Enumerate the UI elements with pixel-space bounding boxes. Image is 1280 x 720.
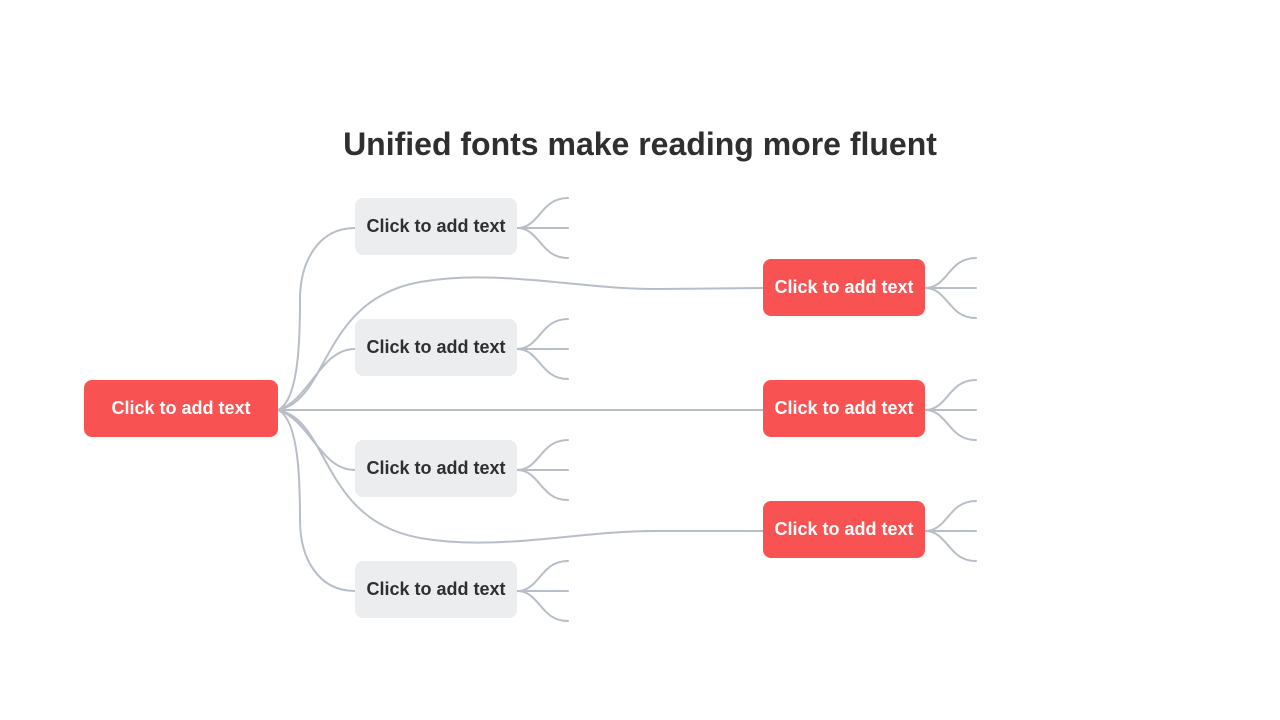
subtopic-label: Click to add text [366,337,506,357]
subtopic-2[interactable]: Click to add text [355,319,517,376]
subtopic-label: Click to add text [366,216,506,236]
right-topic-label: Click to add text [774,398,914,418]
right-topic-label: Click to add text [774,519,914,539]
connector-central-to-subtopic-4 [277,409,356,592]
subtopic-4[interactable]: Click to add text [355,561,517,618]
central-topic-label: Click to add text [111,398,251,418]
stubs-subtopic-3 [516,439,569,501]
stubs-subtopic-1 [516,197,569,259]
diagram-title[interactable]: Unified fonts make reading more fluent [343,126,937,162]
stubs-right-3 [924,500,977,562]
connector-central-to-right-3 [277,409,764,544]
subtopic-3[interactable]: Click to add text [355,440,517,497]
connector-central-to-right-1 [277,276,764,411]
subtopic-label: Click to add text [366,458,506,478]
stubs-subtopic-2 [516,318,569,380]
connector-central-to-subtopic-2 [277,348,356,411]
stubs-subtopic-4 [516,560,569,622]
subtopic-label: Click to add text [366,579,506,599]
right-topic-label: Click to add text [774,277,914,297]
right-topic-2[interactable]: Click to add text [763,380,925,437]
central-topic[interactable]: Click to add text [84,380,278,437]
stubs-right-1 [924,257,977,319]
right-topic-1[interactable]: Click to add text [763,259,925,316]
connector-central-to-subtopic-1 [277,227,356,411]
right-topic-3[interactable]: Click to add text [763,501,925,558]
subtopic-1[interactable]: Click to add text [355,198,517,255]
connector-central-to-subtopic-3 [277,409,356,471]
stubs-right-2 [924,379,977,441]
